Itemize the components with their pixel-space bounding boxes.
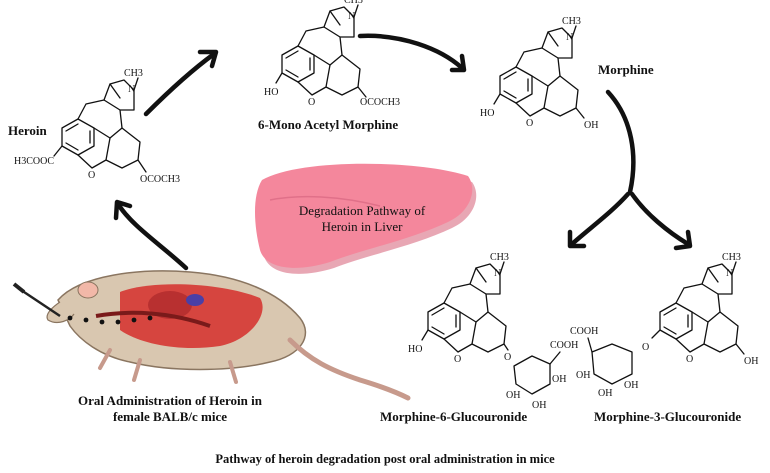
m6g-link-o: O — [504, 352, 511, 363]
mam-ho: HO — [264, 87, 278, 98]
morphine-n-atom: N — [566, 32, 573, 43]
heroin-h3ccooc: H3COOC — [14, 156, 54, 167]
morphine-structure: N CH3 O HO OH — [480, 16, 598, 131]
mouse-caption-line1: Oral Administration of Heroin in — [78, 393, 262, 408]
m6g-ch3: CH3 — [490, 252, 509, 263]
label-heroin: Heroin — [8, 123, 47, 138]
heroin-o-atom: O — [88, 170, 95, 181]
liver-label: Degradation Pathway of Heroin in Liver — [262, 203, 462, 235]
m6g-oh-b: OH — [532, 400, 546, 411]
label-m6g: Morphine-6-Glucouronide — [380, 409, 528, 424]
m6g-structure: N CH3 O HO O COOH OH OH OH — [408, 252, 578, 411]
mam-o-atom: O — [308, 97, 315, 108]
arrow-mouse-to-heroin — [113, 199, 189, 271]
liver-illustration — [255, 163, 477, 274]
m3g-structure: N CH3 O OH O COOH OH OH OH — [570, 252, 758, 399]
mouse-illustration — [12, 270, 411, 401]
m6g-oh-a: OH — [552, 374, 566, 385]
m6g-n-atom: N — [494, 268, 501, 279]
m3g-oh-b: OH — [598, 388, 612, 399]
mam-ch3: CH3 — [344, 0, 363, 6]
morphine-ch3: CH3 — [562, 16, 581, 27]
mam-n-atom: N — [348, 11, 355, 22]
m6g-ho: HO — [408, 344, 422, 355]
mam-ococh3: OCOCH3 — [360, 97, 400, 108]
arrow-morphine-branch — [567, 89, 693, 251]
m3g-o-atom: O — [686, 354, 693, 365]
mouse-caption-line2: female BALB/c mice — [112, 409, 228, 424]
morphine-oh: OH — [584, 120, 598, 131]
mouse-caption: Oral Administration of Heroin in female … — [50, 393, 290, 425]
label-mam: 6-Mono Acetyl Morphine — [258, 117, 399, 132]
m3g-ch3: CH3 — [722, 252, 741, 263]
morphine-ho: HO — [480, 108, 494, 119]
m3g-link-o: O — [642, 342, 649, 353]
arrow-heroin-to-mam — [143, 49, 219, 117]
morphine-o-atom: O — [526, 118, 533, 129]
label-m3g: Morphine-3-Glucouronide — [594, 409, 742, 424]
liver-label-line1: Degradation Pathway of — [298, 203, 426, 218]
label-morphine: Morphine — [598, 62, 654, 77]
heroin-structure: N CH3 O H3COOC OCOCH3 — [14, 68, 180, 185]
m6g-o-atom: O — [454, 354, 461, 365]
m6g-cooh: COOH — [550, 340, 578, 351]
arrow-mam-to-morphine — [357, 33, 467, 73]
liver-label-line2: Heroin in Liver — [321, 219, 403, 234]
heroin-n-atom: N — [128, 84, 135, 95]
m3g-n-atom: N — [726, 268, 733, 279]
footer-caption: Pathway of heroin degradation post oral … — [215, 452, 555, 466]
m3g-oh: OH — [744, 356, 758, 367]
m6g-oh-c: OH — [506, 390, 520, 401]
heroin-ococh3: OCOCH3 — [140, 174, 180, 185]
m3g-oh-a: OH — [576, 370, 590, 381]
m3g-oh-c: OH — [624, 380, 638, 391]
mam-structure: N CH3 O HO OCOCH3 — [264, 0, 400, 108]
m3g-cooh: COOH — [570, 326, 598, 337]
heroin-ch3: CH3 — [124, 68, 143, 79]
